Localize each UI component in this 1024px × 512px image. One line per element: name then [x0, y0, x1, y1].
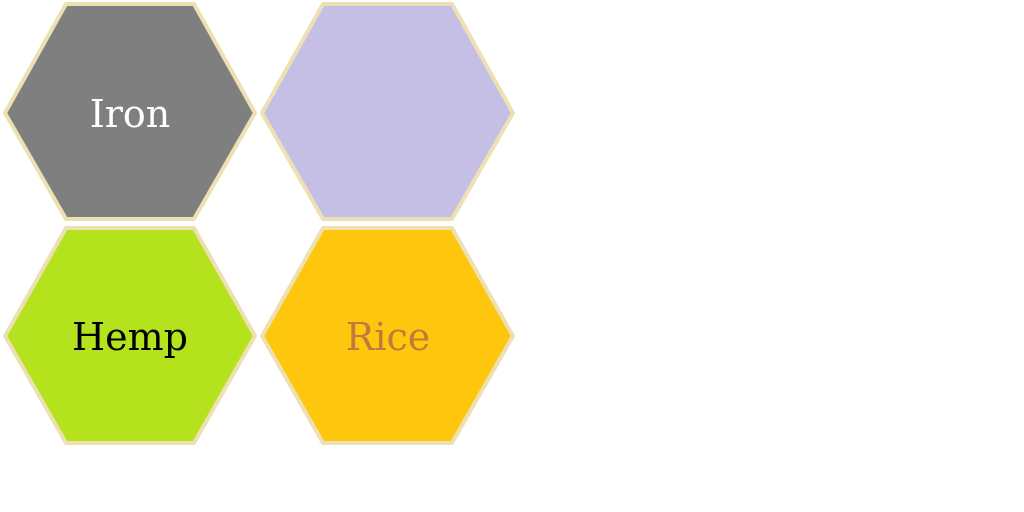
hex-tile-lavender — [260, 2, 515, 221]
hex-tile-hemp: Hemp — [3, 226, 257, 445]
hex-tile-iron: Iron — [3, 2, 257, 221]
hex-shape-rice — [260, 226, 515, 445]
hex-shape-iron — [3, 2, 257, 221]
hex-shape-hemp — [3, 226, 257, 445]
hex-tile-rice: Rice — [260, 226, 515, 445]
hex-shape-lavender — [260, 2, 515, 221]
hex-label-rice: Rice — [346, 315, 431, 359]
hex-label-hemp: Hemp — [72, 315, 188, 359]
hex-label-iron: Iron — [90, 92, 171, 136]
